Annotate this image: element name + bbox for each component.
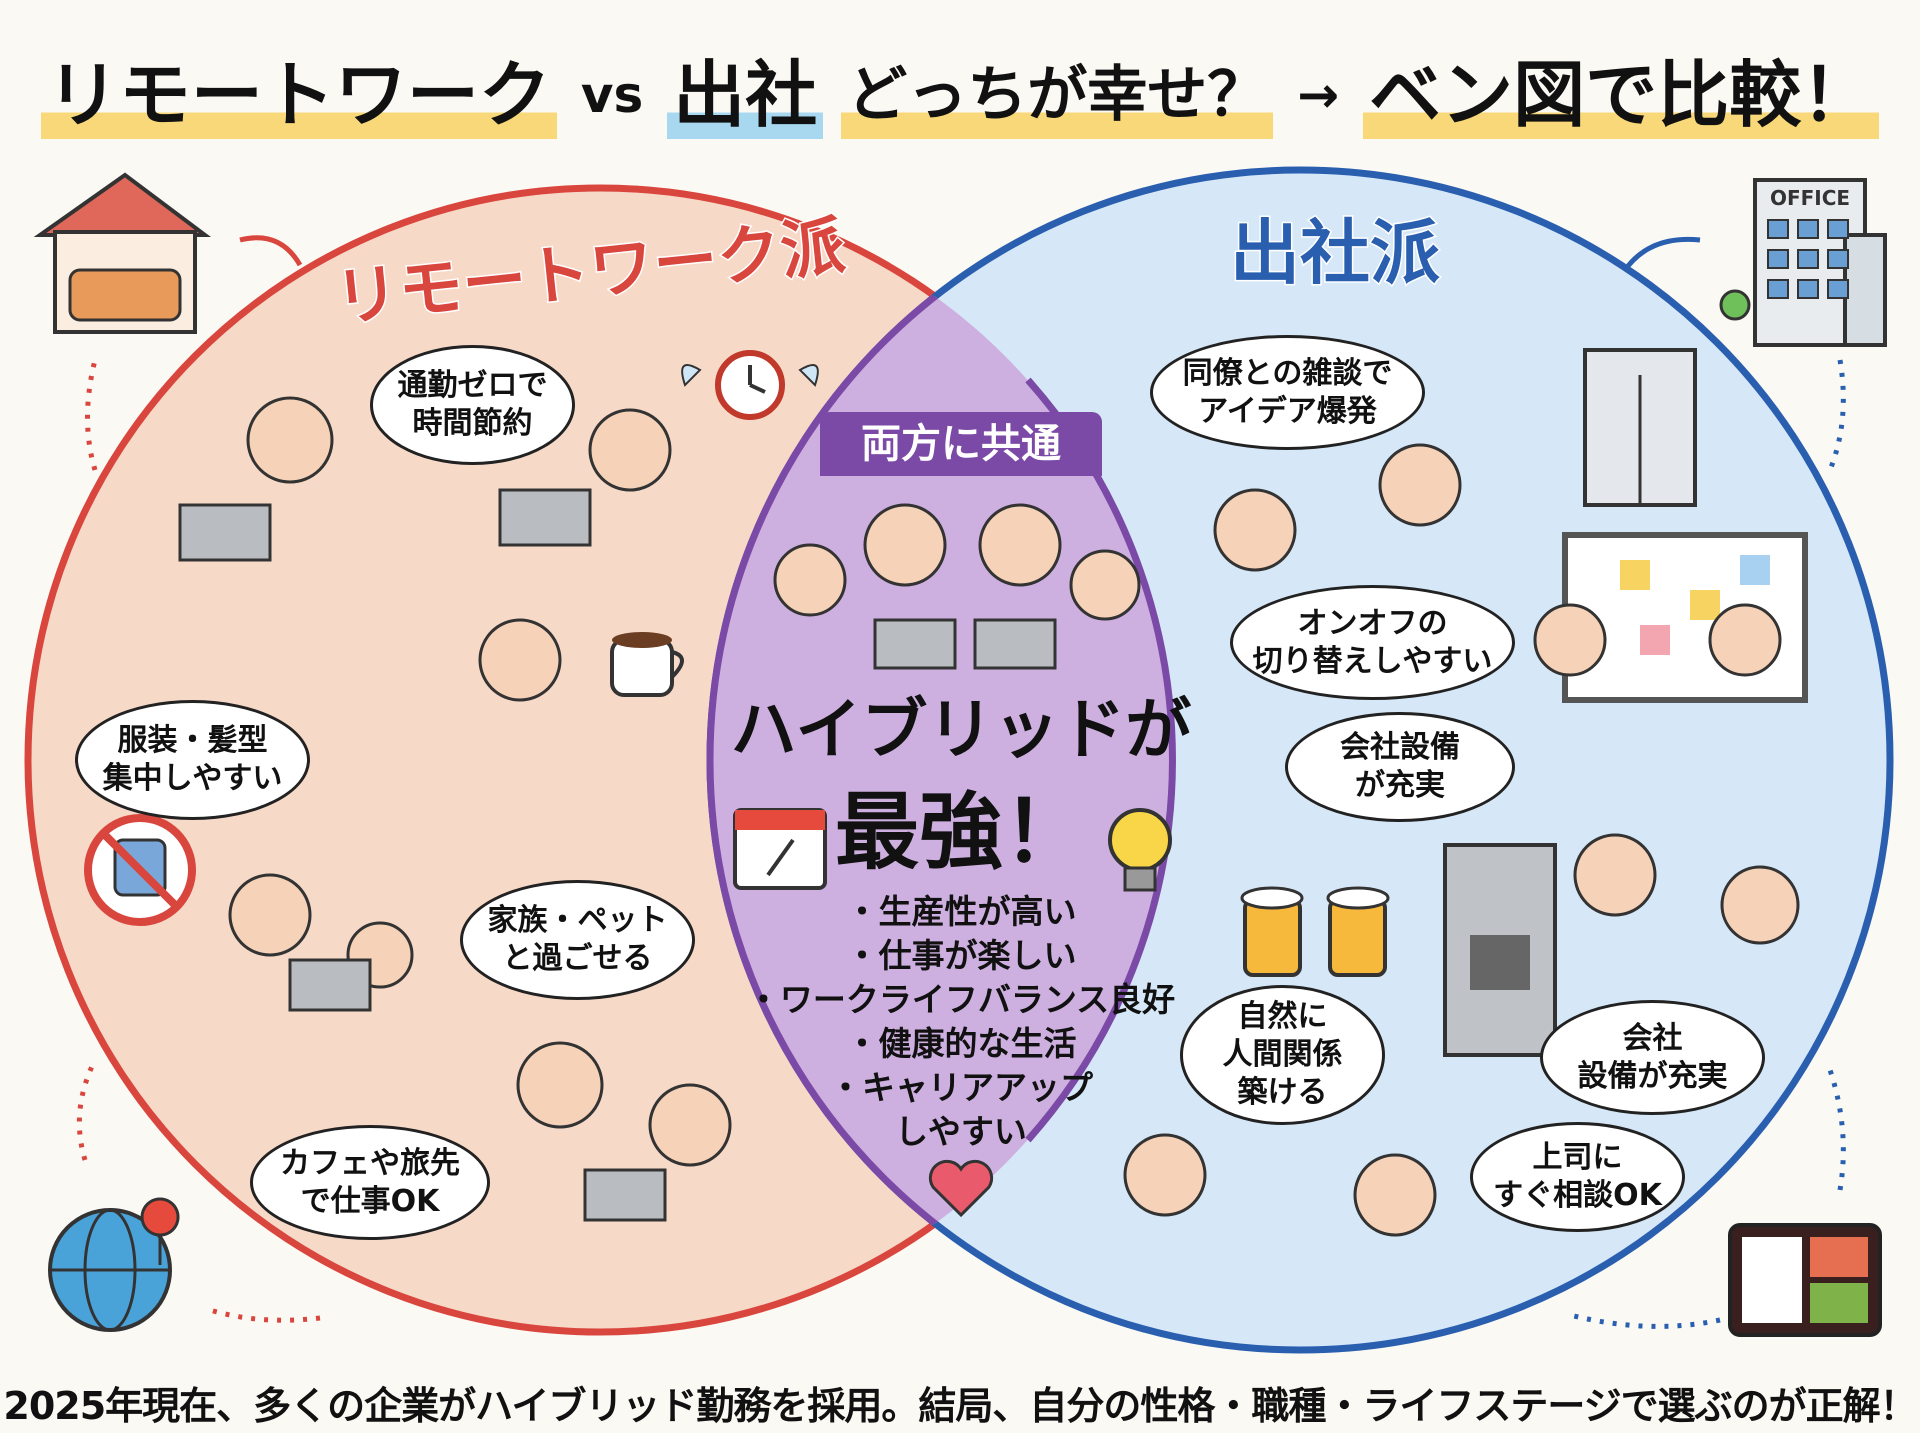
dotted-arrow-icon bbox=[209, 1307, 321, 1323]
hybrid-headline-strongest: 最強！ bbox=[834, 783, 1087, 881]
coffee-machine-icon bbox=[1443, 843, 1557, 1057]
office-bubble-boss: 上司にすぐ相談OK bbox=[1470, 1122, 1685, 1232]
remote-arc-border bbox=[1025, 377, 1176, 1143]
office-bubble-onoff: オンオフの切り替えしやすい bbox=[1230, 585, 1515, 700]
house-sofa-icon bbox=[33, 172, 211, 334]
bubble-line: 時間節約 bbox=[412, 406, 533, 441]
hybrid-headline: ハイブリッドが bbox=[730, 691, 1192, 768]
bubble-line: アイデア爆発 bbox=[1198, 393, 1377, 429]
bubble-line: 集中しやすい bbox=[102, 761, 283, 796]
title-question: どっちが幸せ？ bbox=[841, 40, 1274, 150]
bubble-line: が充実 bbox=[1355, 768, 1445, 803]
bubble-line: カフェや旅先 bbox=[280, 1145, 460, 1181]
title-vs: vs bbox=[580, 66, 644, 124]
title-office: 出社 bbox=[667, 40, 824, 150]
laptop-icons bbox=[178, 488, 1057, 1222]
bubble-line: 設備が充実 bbox=[1577, 1058, 1728, 1094]
benefit-item: ・キャリアアップ bbox=[829, 1068, 1093, 1107]
dotted-arrow-icon bbox=[1569, 1312, 1721, 1329]
bubble-line: で仕事OK bbox=[300, 1183, 440, 1219]
bubble-line: オンオフの bbox=[1297, 605, 1448, 641]
remote-bubble-family: 家族・ペットと過ごせる bbox=[460, 880, 695, 1000]
benefits-list: ・生産性が高い ・仕事が楽しい ・ワークライフバランス良好 ・健康的な生活 ・キ… bbox=[740, 890, 1182, 1154]
no-train-icon bbox=[84, 814, 196, 926]
bubble-line: 自然に bbox=[1237, 999, 1328, 1034]
page-title: リモートワーク vs 出社 どっちが幸せ？ → ベン図で比較！ bbox=[0, 40, 1920, 150]
bubble-line: 通勤ゼロで bbox=[397, 368, 548, 403]
dotted-arrow-icon bbox=[85, 359, 98, 471]
coffee-cup-icon bbox=[610, 632, 684, 697]
office-bubble-chat: 同僚との雑談でアイデア爆発 bbox=[1150, 335, 1425, 450]
dotted-arrow-icon bbox=[1827, 1069, 1846, 1191]
title-venn: ベン図で比較！ bbox=[1363, 40, 1880, 150]
bubble-line: 人間関係 bbox=[1222, 1037, 1343, 1072]
bubble-line: 同僚との雑談で bbox=[1182, 355, 1393, 391]
flying-clock-icon bbox=[681, 350, 819, 420]
office-bubble-relationships: 自然に人間関係築ける bbox=[1180, 985, 1385, 1125]
bubble-line: 築ける bbox=[1237, 1075, 1328, 1110]
globe-pin-icon bbox=[48, 1197, 180, 1332]
beer-mugs-icon bbox=[1240, 886, 1390, 977]
benefit-item: ・仕事が楽しい bbox=[845, 936, 1077, 975]
benefit-item: ・ワークライフバランス良好 bbox=[746, 980, 1176, 1019]
lightbulb-icon bbox=[1108, 808, 1172, 892]
elevator-icon bbox=[1583, 348, 1697, 507]
arrow-icon bbox=[239, 235, 303, 267]
bubble-line: 会社設備 bbox=[1340, 730, 1460, 765]
office-sign: OFFICE bbox=[1770, 186, 1850, 210]
remote-bubble-clothing: 服装・髪型集中しやすい bbox=[75, 700, 310, 820]
title-arrow: → bbox=[1297, 66, 1340, 124]
bubble-line: すぐ相談OK bbox=[1493, 1178, 1662, 1213]
bubble-line: 会社 bbox=[1622, 1020, 1683, 1056]
office-heading: 出社派 bbox=[1229, 212, 1442, 294]
arrow-icon bbox=[1622, 236, 1701, 272]
office-bubble-facilities-2: 会社設備が充実 bbox=[1540, 1000, 1765, 1115]
bubble-line: 家族・ペット bbox=[487, 903, 668, 938]
bento-box-icon bbox=[1728, 1223, 1882, 1337]
benefit-item: しやすい bbox=[895, 1112, 1027, 1151]
bubble-line: 上司に bbox=[1532, 1140, 1623, 1175]
remote-bubble-commute: 通勤ゼロで時間節約 bbox=[370, 345, 575, 465]
footer-note: 2025年現在、多くの企業がハイブリッド勤務を採用。結局、自分の性格・職種・ライ… bbox=[3, 1384, 1917, 1428]
benefit-item: ・健康的な生活 bbox=[845, 1024, 1077, 1063]
title-remote: リモートワーク bbox=[40, 40, 557, 150]
bubble-line: 服装・髪型 bbox=[117, 723, 268, 758]
calendar-icon bbox=[733, 808, 827, 890]
bubble-line: と過ごせる bbox=[502, 941, 653, 976]
benefit-item: ・生産性が高い bbox=[845, 892, 1077, 931]
dotted-arrow-icon bbox=[76, 1058, 98, 1161]
office-bubble-facilities: 会社設備が充実 bbox=[1285, 712, 1515, 822]
office-building-icon: OFFICE bbox=[1719, 178, 1887, 347]
remote-bubble-cafe: カフェや旅先で仕事OK bbox=[250, 1125, 490, 1240]
dotted-arrow-icon bbox=[1827, 359, 1846, 471]
common-label: 両方に共通 bbox=[820, 412, 1102, 476]
bubble-line: 切り替えしやすい bbox=[1252, 643, 1493, 679]
heart-icon bbox=[928, 1159, 994, 1218]
